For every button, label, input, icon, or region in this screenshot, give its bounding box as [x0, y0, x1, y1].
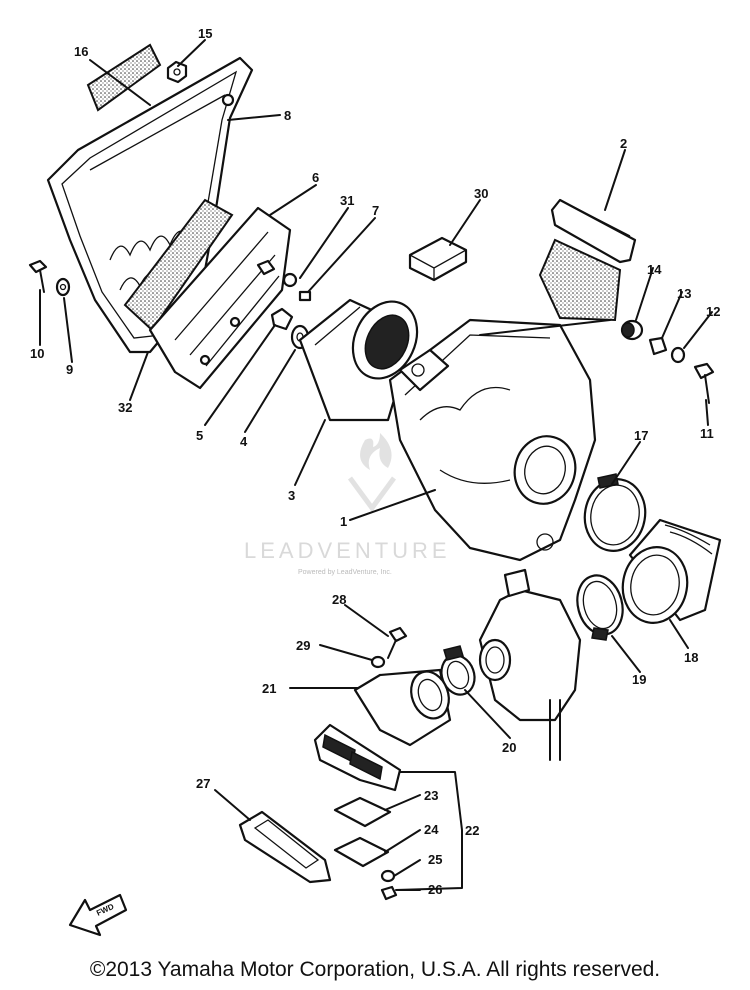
- copyright-notice: ©2013 Yamaha Motor Corporation, U.S.A. A…: [89, 958, 661, 981]
- part-25-washer: [380, 869, 396, 883]
- part-26-screw: [380, 885, 398, 901]
- part-1-case: [388, 318, 597, 562]
- callout-3: 3: [288, 488, 295, 503]
- callout-10: 10: [30, 346, 44, 361]
- part-10-bolt: [28, 259, 48, 293]
- callout-2: 2: [620, 136, 627, 151]
- part-22-reed-valve: [313, 723, 402, 792]
- part-13-collar: [648, 336, 668, 356]
- part-27-gasket: [238, 810, 332, 884]
- callout-26: 26: [428, 882, 442, 897]
- part-6-element-guide: [148, 206, 292, 390]
- callout-6: 6: [312, 170, 319, 185]
- part-17-clamp: [583, 473, 647, 552]
- part-11-bolt: [693, 362, 715, 404]
- part-29-washer: [370, 655, 386, 669]
- callout-14: 14: [647, 262, 662, 277]
- callout-25: 25: [428, 852, 442, 867]
- part-15-nut: [166, 60, 188, 84]
- part-23-reed: [333, 796, 392, 828]
- part-30-box: [408, 236, 468, 282]
- part-24-stopper: [333, 836, 390, 868]
- leader-lines: [39, 39, 713, 891]
- part-bracket: [479, 238, 622, 336]
- part-18-joint: [621, 518, 722, 624]
- part-5-clip: [270, 307, 294, 331]
- part-3-air-element: [298, 298, 419, 422]
- part-12-washer: [670, 346, 686, 364]
- callout-30: 30: [474, 186, 488, 201]
- fwd-arrow-icon: FWD: [68, 893, 128, 937]
- watermark-small-text: Powered by LeadVenture, Inc.: [298, 569, 392, 576]
- callout-24: 24: [424, 822, 439, 837]
- part-7-screw: [298, 290, 312, 302]
- callout-16: 16: [74, 44, 88, 59]
- callout-12: 12: [706, 304, 720, 319]
- part-carburetor: [478, 568, 582, 761]
- callout-numbers: 16 15 8 6 31 7 30 2 14 13 12 11 10 9 32 …: [30, 26, 720, 897]
- callout-28: 28: [332, 592, 346, 607]
- part-16-label: [86, 43, 162, 112]
- part-31-washer: [282, 272, 298, 288]
- part-21-manifold: [353, 668, 452, 747]
- callout-29: 29: [296, 638, 310, 653]
- part-19-clamp: [576, 574, 624, 641]
- part-2-seal: [550, 198, 637, 264]
- callout-32: 32: [118, 400, 132, 415]
- part-9-washer: [55, 277, 71, 297]
- callout-23: 23: [424, 788, 438, 803]
- callout-31: 31: [340, 193, 354, 208]
- callout-1: 1: [340, 514, 347, 529]
- callout-19: 19: [632, 672, 646, 687]
- callout-20: 20: [502, 740, 516, 755]
- callout-18: 18: [684, 650, 698, 665]
- callout-8: 8: [284, 108, 291, 123]
- watermark: LEADVENTURE Powered by LeadVenture, Inc.: [244, 433, 451, 576]
- part-32-sponge: [123, 198, 234, 332]
- callout-4: 4: [240, 434, 248, 449]
- watermark-brand: LEADVENTURE: [244, 538, 451, 563]
- callout-22: 22: [465, 823, 479, 838]
- part-14-grommet: [620, 319, 644, 341]
- part-20-clamp: [440, 645, 476, 696]
- callout-11: 11: [700, 426, 714, 441]
- callout-5: 5: [196, 428, 203, 443]
- callout-27: 27: [196, 776, 210, 791]
- callout-13: 13: [677, 286, 691, 301]
- part-28-bolt: [387, 626, 408, 659]
- part-bolt-small: [256, 259, 276, 276]
- callout-17: 17: [634, 428, 648, 443]
- callout-21: 21: [262, 681, 276, 696]
- callout-9: 9: [66, 362, 73, 377]
- callout-7: 7: [372, 203, 379, 218]
- callout-15: 15: [198, 26, 212, 41]
